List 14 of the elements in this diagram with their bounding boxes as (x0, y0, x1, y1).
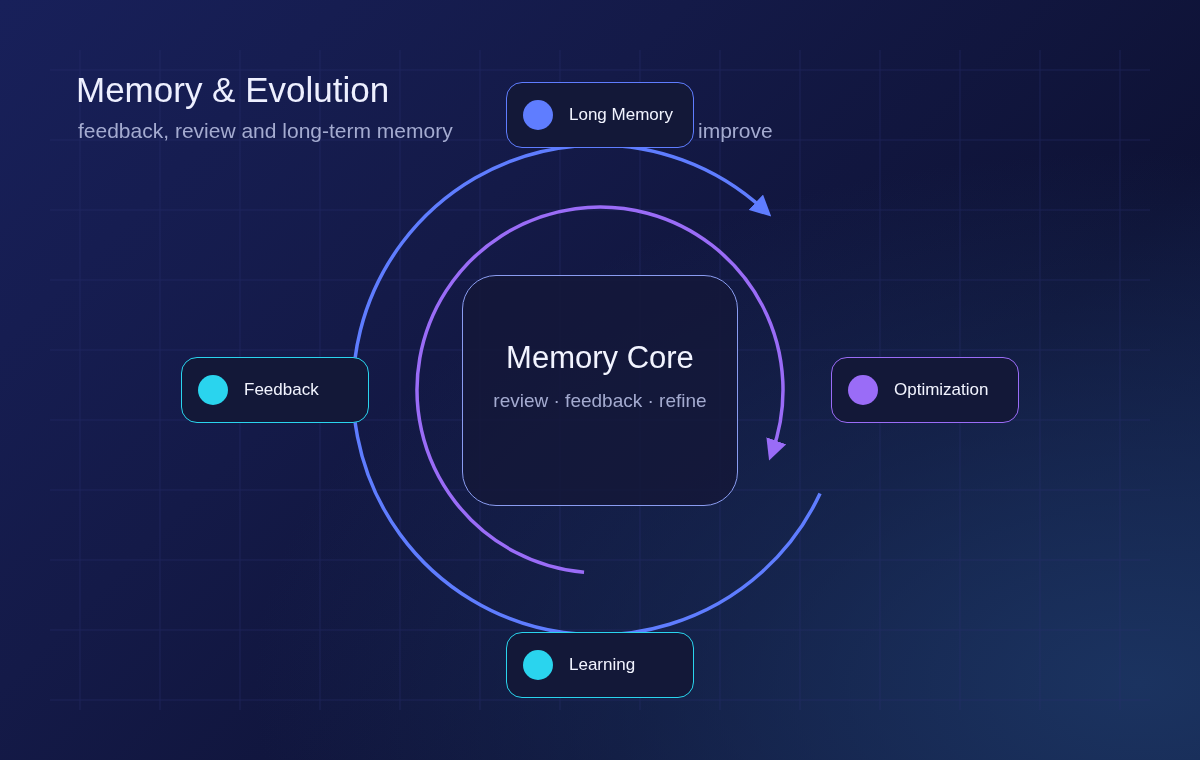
core-box (462, 275, 738, 506)
stage-label: Feedback (244, 380, 319, 400)
stage-box (506, 82, 694, 148)
subtitle-text: feedback, review and long-term memory (78, 119, 453, 143)
subtitle-text: improve (698, 119, 773, 143)
stage-box (506, 632, 694, 698)
stage-label: Long Memory (569, 105, 673, 125)
stage-box (181, 357, 369, 423)
stage-label: Optimization (894, 380, 989, 400)
stage-box (831, 357, 1019, 423)
stage-label: Learning (569, 655, 636, 675)
diagram-title: Memory & Evolution (76, 70, 390, 110)
core-heading: Memory Core (506, 339, 694, 376)
core-subtitle: review · feedback · refine (493, 389, 707, 412)
